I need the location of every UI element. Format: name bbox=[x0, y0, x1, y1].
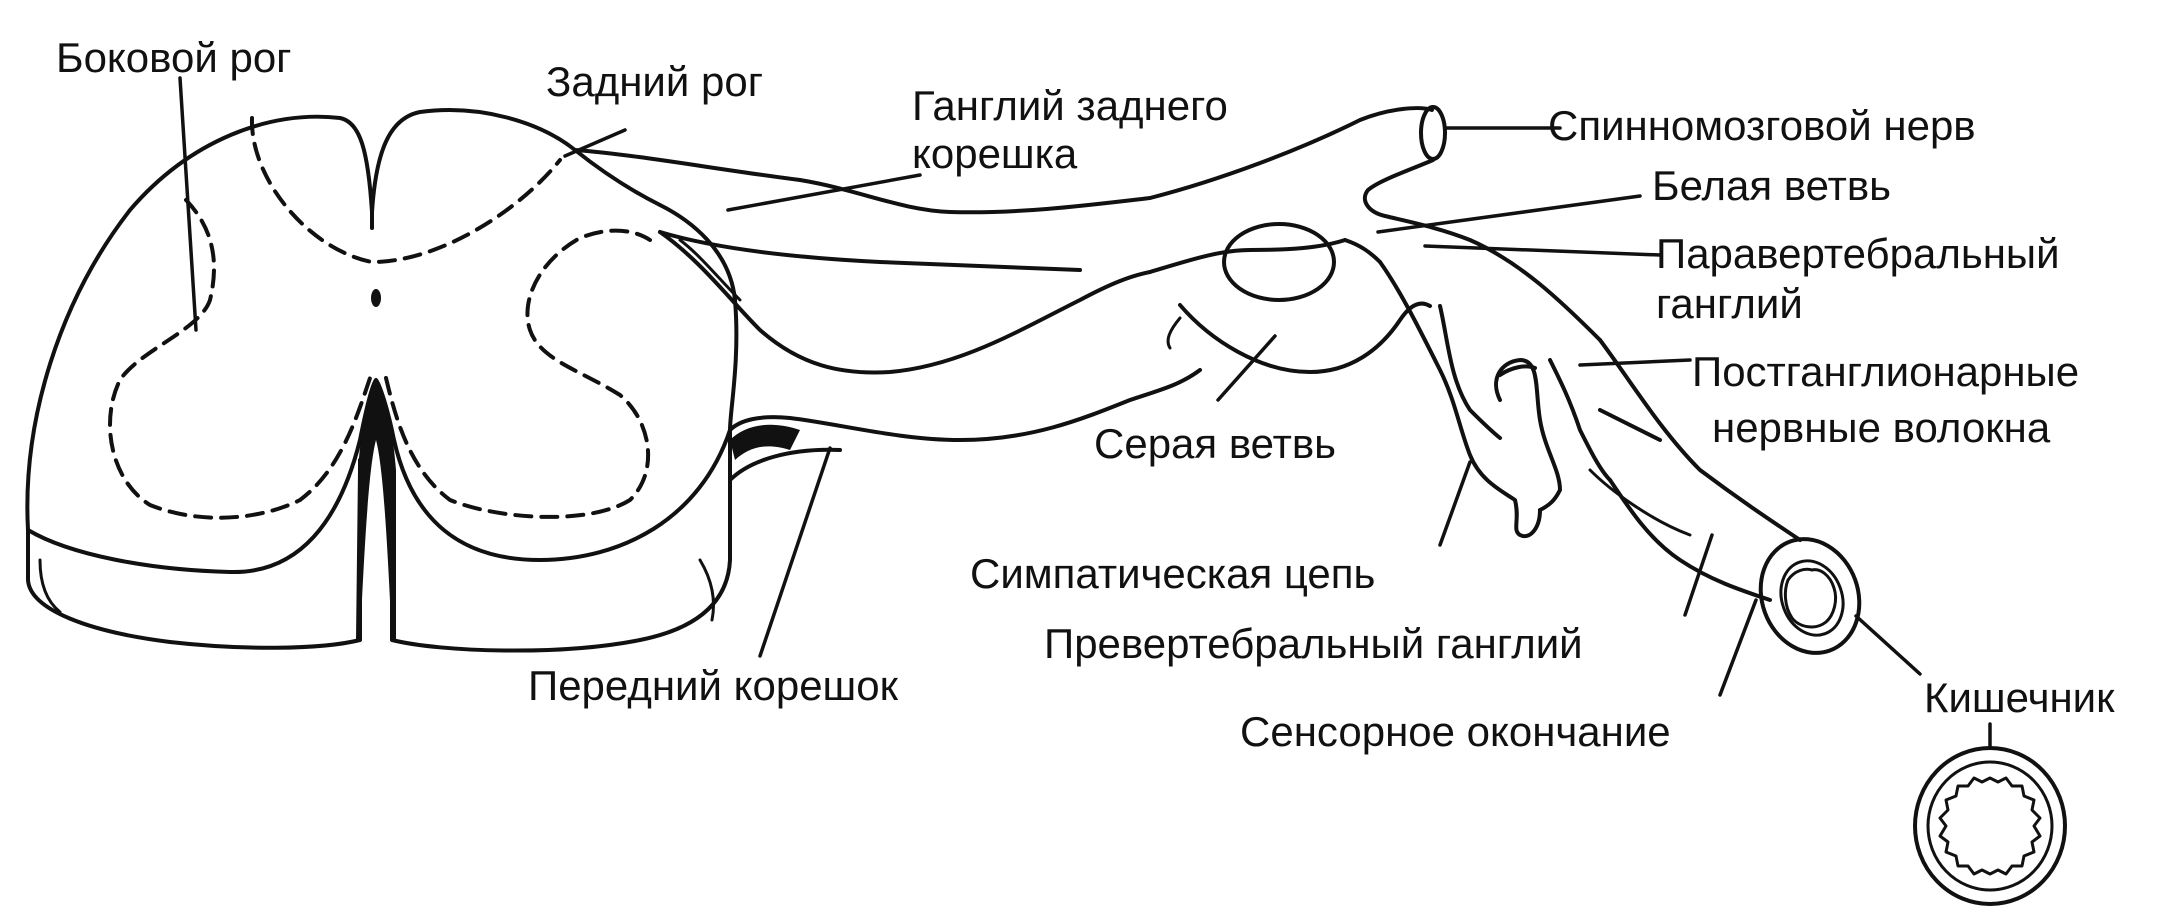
label-dorsal-root-ganglion-1: Ганглий заднего bbox=[912, 82, 1228, 129]
spinal-nerve-cut-end bbox=[1419, 105, 1447, 161]
label-spinal-nerve: Спинномозговой нерв bbox=[1548, 102, 1976, 149]
leader-paravertebral-ganglion bbox=[1423, 244, 1662, 257]
labels: Боковой рог Задний рог Ганглий заднего к… bbox=[56, 34, 2115, 755]
spinal-nerve bbox=[1148, 105, 1602, 342]
spinal-cord-front-face-right bbox=[390, 428, 732, 653]
label-dorsal-root-ganglion-2: корешка bbox=[912, 130, 1078, 177]
intestine-cross-section bbox=[1913, 746, 2067, 906]
spinal-cord-front-face bbox=[26, 458, 362, 650]
grey-matter-boundary bbox=[249, 116, 562, 265]
label-white-ramus: Белая ветвь bbox=[1652, 162, 1891, 209]
label-ventral-root: Передний корешок bbox=[528, 662, 899, 709]
leader-lateral-horn bbox=[178, 76, 198, 332]
label-paravertebral-ganglion-2: ганглий bbox=[1656, 280, 1803, 327]
label-lateral-horn: Боковой рог bbox=[56, 34, 292, 81]
label-sympathetic-chain: Симпатическая цепь bbox=[970, 550, 1375, 597]
leader-white-ramus bbox=[1376, 194, 1642, 234]
leader-prevertebral-ganglion bbox=[1683, 533, 1714, 617]
ventral-root bbox=[728, 368, 1202, 482]
label-dorsal-horn: Задний рог bbox=[546, 58, 763, 105]
leader-sympathetic-chain bbox=[1438, 460, 1472, 547]
leader-postganglionic bbox=[1578, 358, 1692, 367]
intestine-mucosa bbox=[1938, 776, 2042, 876]
label-postganglionic-1: Постганглионарные bbox=[1692, 348, 2079, 395]
label-paravertebral-ganglion-1: Паравертебральный bbox=[1656, 230, 2060, 277]
intestine-outer-wall bbox=[1913, 746, 2067, 906]
label-intestine: Кишечник bbox=[1924, 674, 2115, 721]
intestine-inner-wall bbox=[1926, 760, 2054, 892]
central-canal bbox=[371, 289, 381, 307]
label-postganglionic-2: нервные волокна bbox=[1712, 404, 2051, 451]
leader-dorsal-horn bbox=[563, 128, 627, 158]
spinal-cord-outline bbox=[25, 108, 662, 532]
leader-sensory-ending bbox=[1718, 598, 1758, 697]
label-prevertebral-ganglion: Превертебральный ганглий bbox=[1044, 620, 1583, 667]
label-sensory-ending: Сенсорное окончание bbox=[1240, 708, 1671, 755]
leader-gray-ramus bbox=[1216, 334, 1277, 402]
leader-dorsal-root-ganglion bbox=[726, 173, 922, 212]
anterior-median-fissure bbox=[356, 380, 396, 640]
nerve-intestine-cut bbox=[1758, 537, 1862, 655]
gray-ramus bbox=[1166, 301, 1432, 374]
label-gray-ramus: Серая ветвь bbox=[1094, 420, 1336, 467]
leader-lines bbox=[178, 76, 1992, 750]
leader-intestine-top bbox=[1854, 614, 1922, 676]
paravertebral-ganglion-ring bbox=[1222, 222, 1336, 302]
spinal-cord bbox=[25, 108, 739, 653]
sympathetic-chain bbox=[1378, 260, 1802, 602]
leader-ventral-root bbox=[758, 446, 832, 658]
dorsal-root-ganglion bbox=[573, 148, 1152, 375]
